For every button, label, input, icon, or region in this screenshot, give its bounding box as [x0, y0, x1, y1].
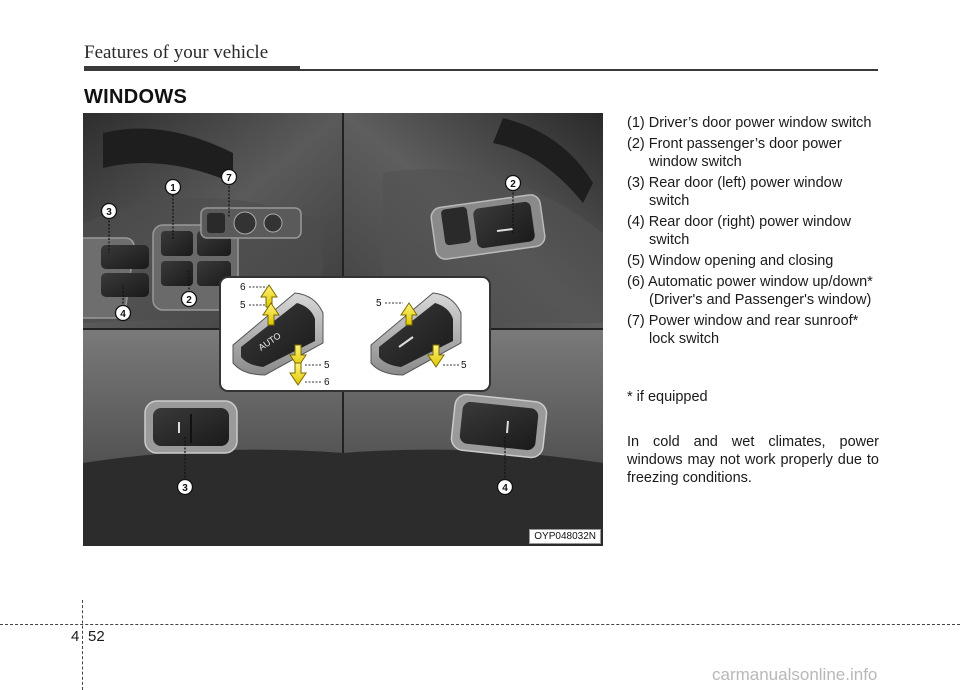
rear-left-switch-panel — [83, 237, 149, 319]
illustration-svg: AUTO 6 5 5 6 5 5 — [83, 113, 603, 546]
footer-rule — [0, 624, 960, 625]
list-item: (4) Rear door (right) power window switc… — [627, 214, 852, 248]
svg-text:4: 4 — [120, 309, 126, 320]
page-number: 52 — [88, 628, 105, 645]
label-5-right-top: 5 — [376, 298, 382, 309]
arrow-up-auto — [260, 284, 418, 326]
header-rule-thin — [300, 69, 878, 71]
callout-2-right: 2 — [504, 174, 522, 192]
list-item: (6) Automatic power window up/down* (Dri… — [627, 274, 873, 308]
label-6-bottom: 6 — [324, 377, 330, 388]
header-title: Features of your vehicle — [84, 42, 269, 63]
passenger-switch — [430, 194, 546, 260]
figure-code: OYP048032N — [529, 529, 601, 544]
equipped-note: * if equipped — [627, 389, 708, 405]
section-title: WINDOWS — [84, 86, 188, 108]
callout-7: 7 — [220, 168, 238, 186]
svg-text:7: 7 — [226, 173, 232, 184]
list-item: (1) Driver’s door power window switch — [627, 115, 872, 131]
header-rule-thick — [84, 66, 300, 71]
rear-right-door-switch — [343, 393, 603, 546]
label-5-top: 5 — [240, 300, 246, 311]
label-6-top: 6 — [240, 282, 246, 293]
svg-text:4: 4 — [502, 483, 508, 494]
label-5-right-bottom: 5 — [461, 360, 467, 371]
chapter-number: 4 — [71, 628, 80, 645]
arrow-down-auto — [289, 344, 445, 386]
list-item: (3) Rear door (left) power window switch — [627, 175, 843, 209]
callout-4-bottom: 4 — [496, 478, 514, 496]
callout-2-left: 2 — [180, 290, 198, 308]
cold-climate-paragraph: In cold and wet climates, power windows … — [627, 434, 879, 486]
callout-4-top: 4 — [114, 304, 132, 322]
callout-1: 1 — [164, 178, 182, 196]
watermark: carmanualsonline.info — [712, 665, 878, 684]
window-switch-illustration: AUTO 6 5 5 6 5 5 — [83, 113, 603, 546]
callout-3-top: 3 — [100, 202, 118, 220]
svg-text:2: 2 — [186, 295, 192, 306]
svg-text:2: 2 — [510, 179, 516, 190]
list-item: (5) Window opening and closing — [627, 253, 834, 269]
svg-text:3: 3 — [182, 483, 188, 494]
svg-text:3: 3 — [106, 207, 112, 218]
footer-divider — [82, 600, 83, 690]
svg-text:1: 1 — [170, 183, 176, 194]
lock-switch-panel — [200, 207, 302, 239]
rear-left-door-switch — [83, 400, 343, 546]
label-5-bottom: 5 — [324, 360, 330, 371]
list-item: (7) Power window and rear sunroof* lock … — [627, 313, 859, 347]
component-list: (1) Driver’s door power window switch (2… — [627, 114, 882, 351]
callout-3-bottom: 3 — [176, 478, 194, 496]
list-item: (2) Front passenger’s door power window … — [627, 136, 842, 170]
